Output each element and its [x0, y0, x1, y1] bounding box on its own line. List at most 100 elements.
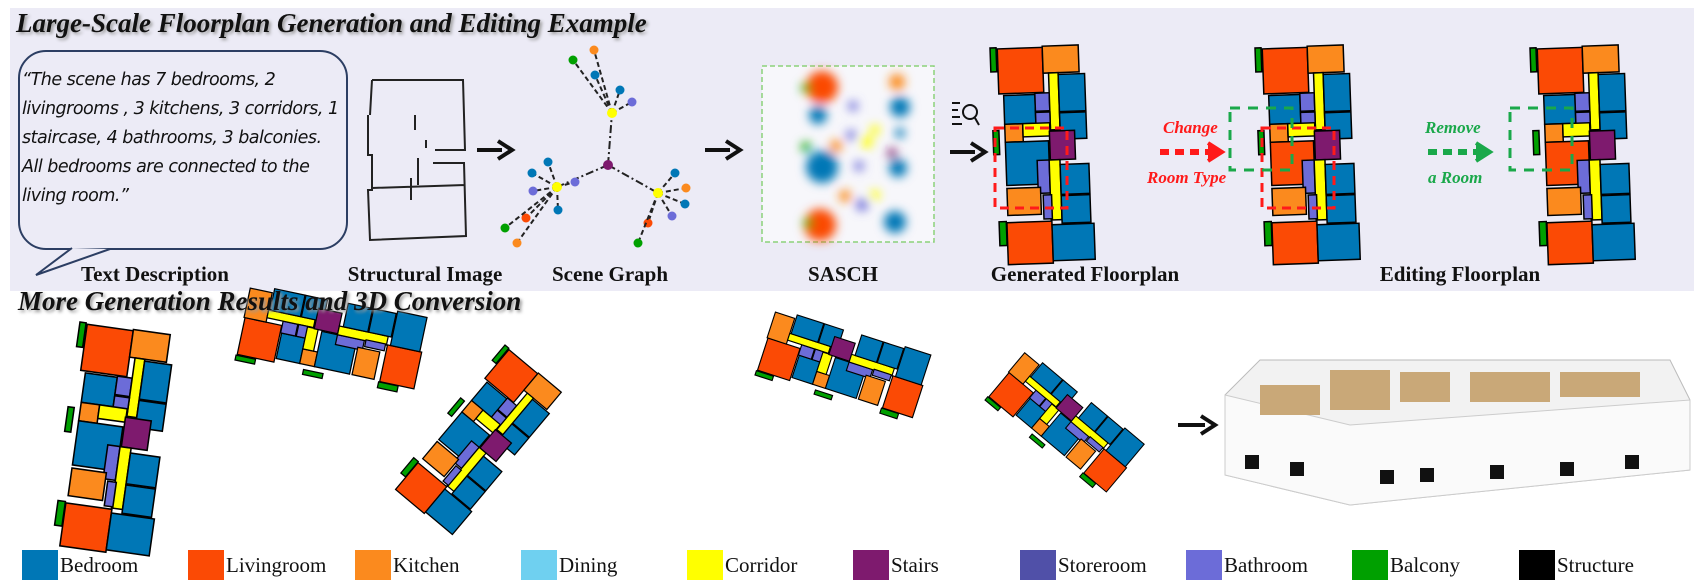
room-bedroom — [466, 455, 503, 492]
arrow-head — [724, 139, 744, 161]
edit-room-type-label: Room Type — [1147, 168, 1227, 187]
room-kitchen — [1581, 44, 1620, 74]
3d-model — [1224, 359, 1691, 506]
scene-graph — [500, 45, 691, 248]
edited-floorplan-removed-room — [1529, 44, 1637, 266]
room-corridor — [302, 326, 319, 352]
generated-floorplan — [989, 44, 1097, 266]
graph-edge — [637, 192, 659, 244]
graph-edge — [607, 164, 659, 194]
sasch-blob — [895, 128, 905, 138]
room-stairs — [1313, 129, 1342, 161]
room-balcony — [813, 389, 834, 401]
room-bedroom — [1322, 72, 1352, 113]
sasch-blob — [830, 140, 842, 152]
legend-swatch — [1519, 550, 1555, 580]
graph-node — [543, 157, 553, 167]
room-livingroom — [1536, 46, 1585, 95]
room-bathroom — [1299, 91, 1316, 113]
room-kitchen — [1306, 44, 1345, 74]
room-kitchen — [1003, 122, 1025, 144]
sasch-blob — [870, 190, 880, 200]
arrow-head — [496, 139, 516, 161]
room-corridor — [475, 409, 502, 434]
room-bedroom — [894, 345, 932, 386]
3d-window — [1245, 455, 1259, 469]
edit-change-label: Change — [1163, 118, 1218, 137]
graph-node — [527, 168, 537, 178]
legend-item-corridor: Corridor — [687, 550, 797, 580]
handle — [974, 117, 980, 126]
structural-walls — [366, 79, 468, 242]
sasch-blob — [809, 106, 827, 124]
room-bedroom — [451, 475, 487, 511]
room-kitchen — [522, 372, 563, 411]
room-bathroom — [1034, 91, 1051, 113]
room-bedroom — [1059, 162, 1091, 196]
sasch-blob — [846, 130, 856, 140]
room-kitchen — [1271, 186, 1308, 217]
arrow-head — [969, 141, 989, 163]
structural-image — [366, 79, 468, 242]
legend-item-livingroom: Livingroom — [188, 550, 326, 580]
room-bedroom — [80, 371, 119, 408]
room-kitchen — [128, 328, 172, 364]
legend-swatch — [1020, 550, 1056, 580]
sasch-blob — [806, 71, 838, 103]
legend-item-balcony: Balcony — [1352, 550, 1460, 580]
sasch-blob — [803, 218, 813, 228]
room-bedroom — [1316, 222, 1362, 262]
graph-node — [521, 213, 531, 223]
graph-node — [680, 199, 690, 209]
3d-floor — [1560, 372, 1640, 397]
legend-swatch — [853, 550, 889, 580]
sasch-blob — [890, 97, 910, 117]
label-generated-floorplan: Generated Floorplan — [990, 262, 1180, 286]
room-bathroom — [442, 464, 463, 487]
label-structural-image: Structural Image — [347, 262, 503, 286]
edit-remove-label: Remove — [1425, 118, 1481, 137]
room-kitchen — [1543, 122, 1565, 144]
room-stairs — [828, 335, 856, 362]
room-bedroom — [1094, 415, 1124, 446]
room-kitchen — [1065, 438, 1097, 470]
edit-highlight-red-2 — [1260, 126, 1336, 210]
graph-node — [633, 238, 643, 248]
arrow-to-3d — [1178, 414, 1219, 436]
label-scene-graph: Scene Graph — [551, 262, 669, 286]
room-bathroom — [103, 480, 118, 508]
legend-swatch — [1186, 550, 1222, 580]
graph-hub-node — [607, 108, 617, 118]
legend-swatch — [521, 550, 557, 580]
sasch-blob — [839, 190, 851, 202]
legend-item-stairs: Stairs — [853, 550, 939, 580]
graph-edge — [607, 112, 613, 166]
legend-label: Stairs — [891, 552, 939, 577]
room-corridor — [1021, 121, 1051, 138]
legend-label: Bedroom — [60, 552, 139, 577]
graph-hub-node — [552, 182, 562, 192]
room-bedroom — [1597, 72, 1627, 113]
room-livingroom — [996, 46, 1045, 95]
speech-bubble-tail — [35, 247, 111, 276]
sasch-blob — [889, 74, 905, 90]
room-kitchen — [1007, 351, 1040, 385]
edit-highlight-red — [993, 126, 1069, 210]
room-bedroom — [1600, 193, 1632, 224]
legend-swatch — [687, 550, 723, 580]
top-section-title: Large-Scale Floorplan Generation and Edi… — [16, 8, 647, 38]
search-icon — [952, 102, 980, 126]
room-livingroom — [1006, 220, 1055, 266]
sasch-blob — [861, 136, 873, 148]
room-balcony — [754, 370, 775, 382]
room-bedroom — [854, 334, 884, 364]
room-bedroom — [269, 287, 306, 318]
room-livingroom — [58, 501, 113, 554]
legend-label: Corridor — [725, 552, 798, 577]
room-kitchen — [77, 401, 101, 425]
legend-swatch — [355, 550, 391, 580]
room-bedroom — [1029, 362, 1064, 395]
legend-item-storeroom: Storeroom — [1020, 550, 1147, 580]
room-balcony — [301, 368, 324, 380]
room-bedroom — [125, 452, 161, 489]
